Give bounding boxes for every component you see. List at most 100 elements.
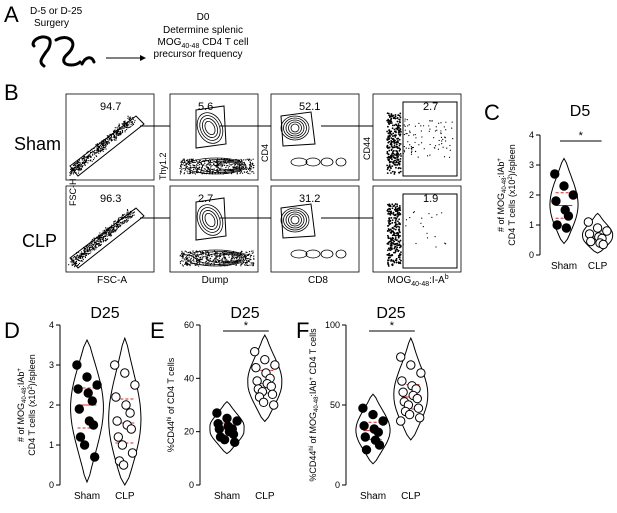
data-point bbox=[75, 432, 86, 442]
flow-plot-1-0: 96.3 bbox=[65, 185, 181, 273]
data-point bbox=[260, 354, 270, 365]
data-point bbox=[113, 432, 124, 442]
row-label-clp: CLP bbox=[22, 231, 57, 251]
chart-title: D25 bbox=[230, 305, 259, 322]
data-point bbox=[232, 416, 242, 426]
data-point bbox=[404, 409, 415, 420]
category-label: Sham bbox=[74, 491, 100, 502]
mog-gate bbox=[402, 101, 458, 177]
gate-percentage: 2.7 bbox=[198, 193, 213, 205]
significance-star: * bbox=[579, 130, 584, 142]
mog-gate bbox=[402, 193, 458, 269]
y-tick-label: 40 bbox=[184, 373, 194, 383]
row-label-sham: Sham bbox=[14, 134, 61, 154]
data-point bbox=[250, 346, 260, 357]
data-point bbox=[373, 427, 383, 437]
flow-plot-0-3: 2.7 bbox=[372, 93, 462, 181]
cd4-gate bbox=[280, 111, 316, 147]
data-point bbox=[82, 372, 92, 382]
data-point bbox=[212, 408, 222, 418]
x-label-mog: MOG40-48:I-Ab bbox=[387, 274, 448, 288]
category-label: CLP bbox=[255, 491, 275, 502]
y-label-fsc-h: FSC-H bbox=[68, 179, 78, 207]
gate-percentage: 5.6 bbox=[198, 101, 213, 113]
gate-percentage: 31.2 bbox=[299, 193, 320, 205]
data-point bbox=[398, 387, 408, 397]
data-point bbox=[267, 389, 278, 400]
d0-label: D0 bbox=[197, 12, 210, 23]
data-point bbox=[74, 404, 85, 414]
data-point bbox=[117, 440, 128, 450]
category-label: Sham bbox=[360, 491, 386, 502]
y-tick-label: 0 bbox=[49, 480, 54, 490]
singlet-gate bbox=[69, 115, 145, 177]
data-point bbox=[83, 388, 93, 398]
panel-letter-f: F bbox=[296, 318, 309, 343]
data-point bbox=[586, 236, 596, 247]
data-point bbox=[127, 448, 138, 458]
flow-plot-1-3: 1.9 bbox=[372, 185, 462, 273]
data-point bbox=[92, 380, 102, 390]
y-tick-label: 3 bbox=[49, 360, 54, 370]
panel-letter-e: E bbox=[150, 318, 165, 343]
y-tick-label: 1 bbox=[49, 440, 54, 450]
flow-plot-1-1: 2.7 bbox=[169, 185, 282, 273]
gate-percentage: 94.7 bbox=[100, 101, 121, 113]
data-point bbox=[584, 229, 595, 239]
data-point bbox=[88, 420, 99, 430]
y-axis-label: %CD44hi of CD4 T cells bbox=[166, 357, 176, 452]
y-axis-label-line1: # of MOG40-48:IAb+ bbox=[16, 368, 28, 442]
y-axis-label-line2: CD4 T cells (x102)/spleen bbox=[27, 354, 37, 456]
y-tick-label: 4 bbox=[529, 130, 534, 140]
gate-percentage: 96.3 bbox=[100, 193, 121, 205]
category-label: Sham bbox=[551, 261, 577, 272]
data-point bbox=[79, 440, 90, 450]
a-line3: precursor frequency bbox=[154, 49, 243, 60]
data-point bbox=[563, 211, 574, 221]
data-point bbox=[268, 400, 279, 410]
y-tick-label: 0 bbox=[335, 480, 340, 490]
y-label-cd44: CD44 bbox=[362, 137, 372, 160]
data-point bbox=[229, 437, 240, 448]
data-point bbox=[561, 223, 572, 233]
data-point bbox=[111, 392, 121, 402]
data-point bbox=[126, 424, 136, 434]
y-tick-label: 3 bbox=[529, 160, 534, 170]
data-point bbox=[602, 226, 612, 236]
data-point bbox=[361, 445, 372, 455]
data-point bbox=[121, 400, 131, 410]
data-point bbox=[228, 429, 239, 440]
gate-percentage: 52.1 bbox=[299, 101, 320, 113]
mouse-drawing bbox=[31, 35, 96, 68]
data-point bbox=[89, 452, 100, 462]
significance-star: * bbox=[244, 320, 249, 332]
thy12-gate bbox=[195, 105, 227, 149]
surgery-line1: D-5 or D-25 bbox=[30, 6, 83, 17]
data-point bbox=[368, 409, 378, 420]
surgery-line2: Surgery bbox=[34, 18, 69, 29]
y-tick-label: 2 bbox=[49, 400, 54, 410]
singlet-gate bbox=[69, 207, 145, 269]
data-point bbox=[73, 384, 83, 394]
data-point bbox=[592, 223, 603, 233]
y-tick-label: 50 bbox=[330, 400, 340, 410]
chart-title: D5 bbox=[570, 103, 591, 120]
data-point bbox=[583, 217, 594, 227]
category-label: CLP bbox=[115, 491, 135, 502]
violin-sham bbox=[355, 393, 391, 465]
data-point bbox=[551, 196, 561, 206]
data-point bbox=[414, 413, 425, 423]
data-point bbox=[559, 181, 569, 191]
violin-sham bbox=[70, 338, 104, 484]
timeline-arrow-head bbox=[140, 55, 146, 61]
flow-plot-1-2: 31.2 bbox=[270, 185, 384, 273]
data-point bbox=[552, 220, 562, 230]
data-point bbox=[258, 397, 269, 408]
flow-plots: 94.7 5.6 52.1 2.7 96.3 2.7 31.2 1.9 bbox=[65, 93, 462, 273]
y-tick-label: 0 bbox=[189, 480, 194, 490]
data-point bbox=[270, 360, 280, 370]
y-tick-label: 100 bbox=[325, 320, 340, 330]
